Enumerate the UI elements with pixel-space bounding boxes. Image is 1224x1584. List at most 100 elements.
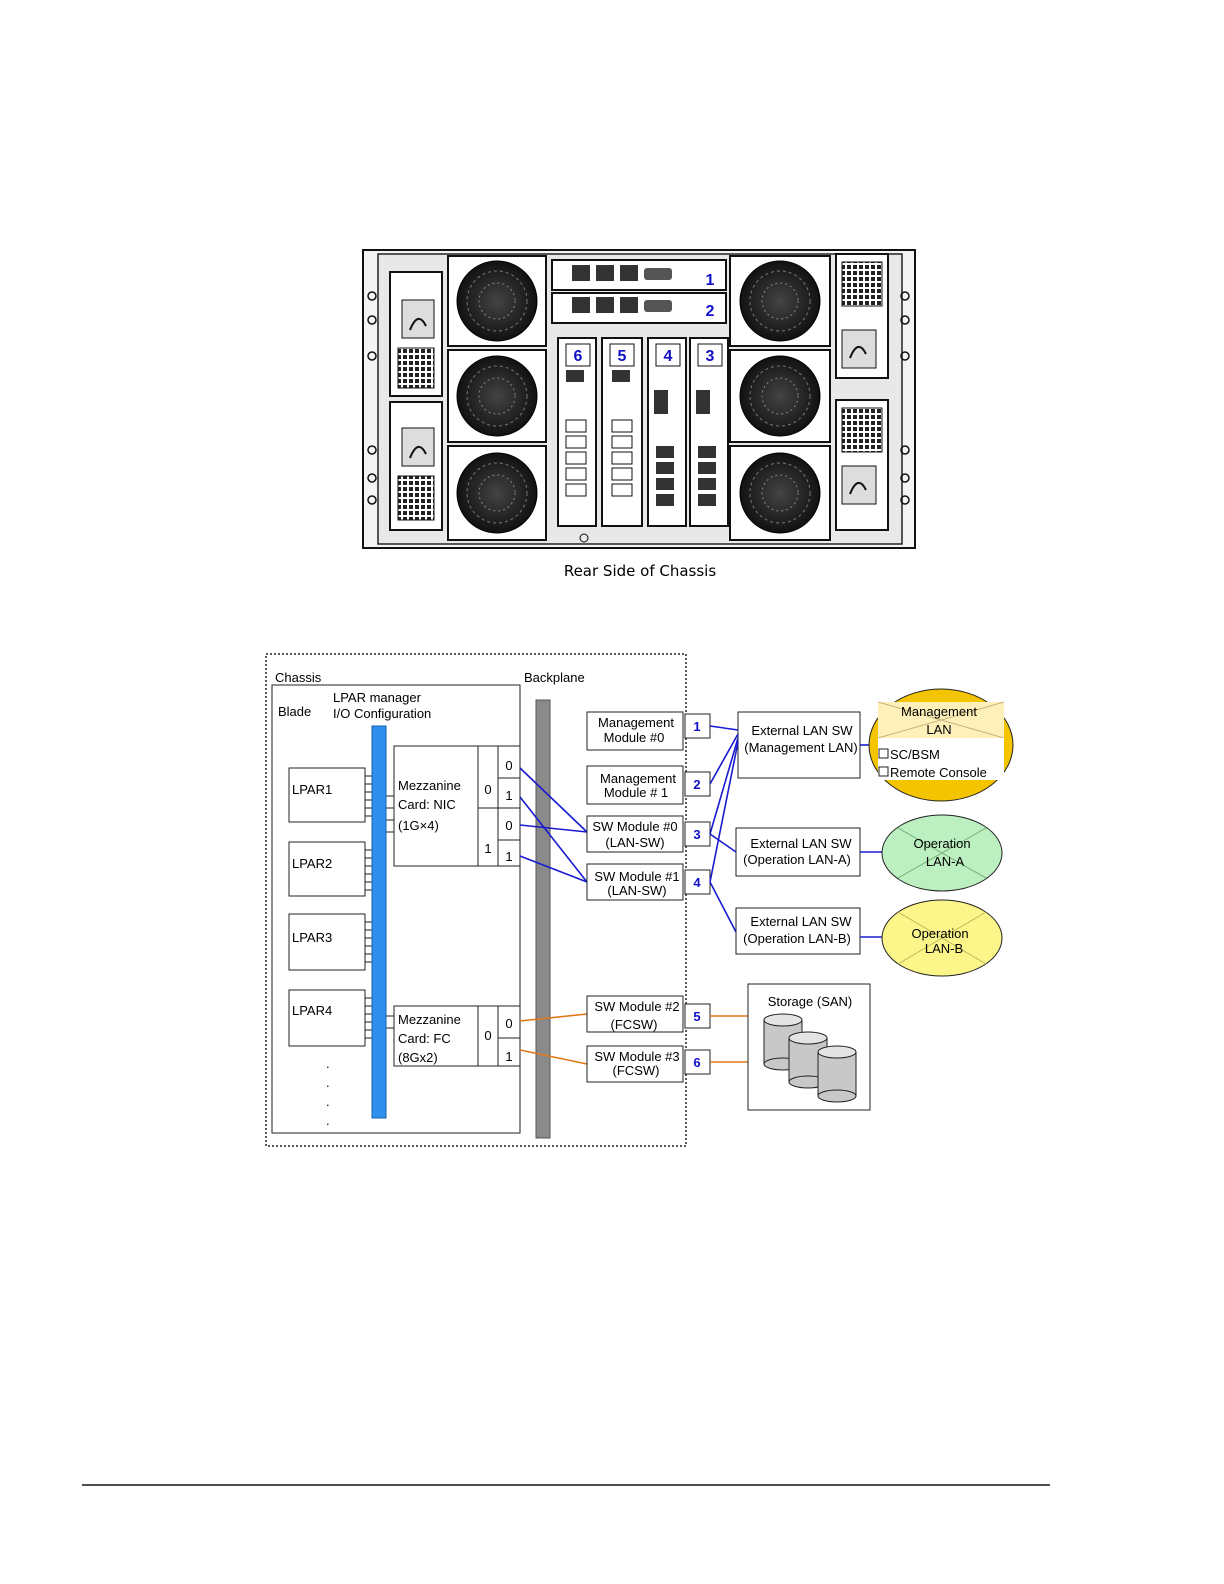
operation-lan-a-network: Operation LAN-A — [881, 814, 1003, 892]
svg-text:Storage (SAN): Storage (SAN) — [768, 994, 853, 1009]
svg-text:SC/BSM: SC/BSM — [890, 747, 940, 762]
checkbox-icon — [878, 766, 889, 777]
chassis-rear-photo: 1 2 6 5 4 — [362, 249, 916, 549]
power-supply-right-top — [835, 253, 889, 379]
mezzanine-fc-card: Mezzanine Card: FC (8Gx2) 0 0 1 — [393, 1005, 521, 1067]
disk-icon — [817, 1045, 857, 1103]
switch-module-slot-4: 4 — [647, 337, 687, 527]
svg-text:(FCSW): (FCSW) — [613, 1063, 660, 1078]
svg-text:(8Gx2): (8Gx2) — [398, 1050, 438, 1065]
photo-caption: Rear Side of Chassis — [564, 562, 717, 580]
svg-text:SW Module #2: SW Module #2 — [594, 999, 679, 1014]
external-lan-sw-operation-b: External LAN SW (Operation LAN-B) — [735, 907, 861, 955]
svg-text:Remote Console: Remote Console — [890, 765, 987, 780]
sw-module-2: SW Module #2 (FCSW) 5 — [586, 995, 711, 1033]
svg-text:LAN-A: LAN-A — [926, 854, 965, 869]
svg-text:Management: Management — [901, 704, 977, 719]
lpar-label: LPAR3 — [292, 930, 332, 945]
management-module-slot-1: 1 — [551, 259, 727, 291]
svg-text:.: . — [326, 1075, 330, 1090]
nic-port: 1 — [505, 849, 512, 864]
module-number: 3 — [693, 827, 700, 842]
switch-module-slot-3: 3 — [689, 337, 729, 527]
blade-box — [271, 684, 521, 1134]
svg-text:LAN-B: LAN-B — [925, 941, 963, 956]
photo-slot-number: 6 — [574, 348, 583, 365]
svg-text:.: . — [326, 1056, 330, 1071]
svg-text:.: . — [326, 1094, 330, 1109]
photo-slot-number: 2 — [706, 303, 715, 320]
svg-text:.: . — [326, 1113, 330, 1128]
external-lan-sw-management: External LAN SW (Management LAN) — [737, 711, 861, 779]
management-lan-network: Management LAN SC/BSM Remote Console — [868, 688, 1014, 802]
photo-slot-number: 1 — [706, 272, 715, 289]
module-number: 2 — [693, 777, 700, 792]
svg-text:SW Module #1: SW Module #1 — [594, 869, 679, 884]
svg-text:Management: Management — [600, 771, 676, 786]
management-module-slot-2: 2 — [551, 292, 727, 324]
svg-text:SW Module #3: SW Module #3 — [594, 1049, 679, 1064]
power-supply-left-top — [389, 271, 443, 397]
nic-port: 0 — [505, 818, 512, 833]
nic-links — [519, 767, 588, 883]
power-supply-right-bottom — [835, 399, 889, 531]
fan-left-1 — [447, 255, 547, 347]
svg-text:(Operation LAN-A): (Operation LAN-A) — [743, 852, 851, 867]
lpar-ellipsis: . . . . — [326, 1056, 330, 1128]
storage-links — [710, 1015, 748, 1063]
storage-san: Storage (SAN) — [747, 983, 871, 1111]
svg-text:0: 0 — [484, 782, 491, 797]
svg-text:0: 0 — [484, 1028, 491, 1043]
svg-text:Management: Management — [598, 715, 674, 730]
svg-text:(1G×4): (1G×4) — [398, 818, 439, 833]
fan-right-3 — [729, 445, 831, 541]
lpar-box: LPAR1 — [288, 767, 366, 823]
lpar-label: LPAR1 — [292, 782, 332, 797]
lpar-box: LPAR4 — [288, 989, 366, 1047]
svg-text:Module # 1: Module # 1 — [604, 785, 668, 800]
power-supply-left-bottom — [389, 401, 443, 531]
svg-text:(FCSW): (FCSW) — [611, 1017, 658, 1032]
svg-text:Mezzanine: Mezzanine — [398, 778, 461, 793]
fan-right-2 — [729, 349, 831, 443]
svg-text:Card: NIC: Card: NIC — [398, 797, 456, 812]
lpar-manager-bus — [371, 725, 387, 1119]
module-number: 5 — [693, 1009, 700, 1024]
lpar-manager-label: LPAR manager — [333, 690, 422, 705]
operation-lan-b-network: Operation LAN-B — [881, 899, 1003, 977]
management-module-1: Management Module # 1 2 — [586, 765, 711, 805]
fan-left-3 — [447, 445, 547, 541]
photo-slot-number: 4 — [664, 348, 673, 365]
mezzanine-nic-card: Mezzanine Card: NIC (1G×4) 0 1 0 1 0 1 — [393, 745, 521, 867]
svg-text:(LAN-SW): (LAN-SW) — [607, 883, 666, 898]
sw-module-0: SW Module #0 (LAN-SW) 3 — [586, 815, 711, 853]
module-number: 1 — [693, 719, 700, 734]
fc-links — [519, 1013, 588, 1065]
svg-text:Operation: Operation — [913, 836, 970, 851]
backplane-bar — [535, 699, 551, 1139]
backplane-label: Backplane — [524, 670, 585, 685]
chassis-label: Chassis — [275, 670, 322, 685]
lpar-bus-connectors — [365, 775, 394, 1039]
svg-text:Module #0: Module #0 — [604, 730, 665, 745]
svg-text:(Operation LAN-B): (Operation LAN-B) — [743, 931, 851, 946]
io-configuration-label: I/O Configuration — [333, 706, 431, 721]
fc-port: 1 — [505, 1049, 512, 1064]
module-number: 4 — [693, 875, 701, 890]
svg-text:External LAN SW: External LAN SW — [750, 836, 852, 851]
sw-module-3: SW Module #3 (FCSW) 6 — [586, 1045, 711, 1083]
lpar-box: LPAR2 — [288, 841, 366, 897]
lpar-box: LPAR3 — [288, 913, 366, 971]
svg-text:External LAN SW: External LAN SW — [751, 723, 853, 738]
checkbox-icon — [878, 748, 889, 759]
management-module-0: Management Module #0 1 — [586, 711, 711, 751]
svg-text:Mezzanine: Mezzanine — [398, 1012, 461, 1027]
nic-port: 1 — [505, 788, 512, 803]
external-lan-sw-operation-a: External LAN SW (Operation LAN-A) — [735, 827, 861, 877]
switch-module-slot-6: 6 — [557, 337, 597, 527]
module-number: 6 — [693, 1055, 700, 1070]
photo-slot-number: 3 — [706, 348, 715, 365]
chassis-boundary — [265, 653, 687, 1147]
photo-slot-number: 5 — [618, 348, 627, 365]
